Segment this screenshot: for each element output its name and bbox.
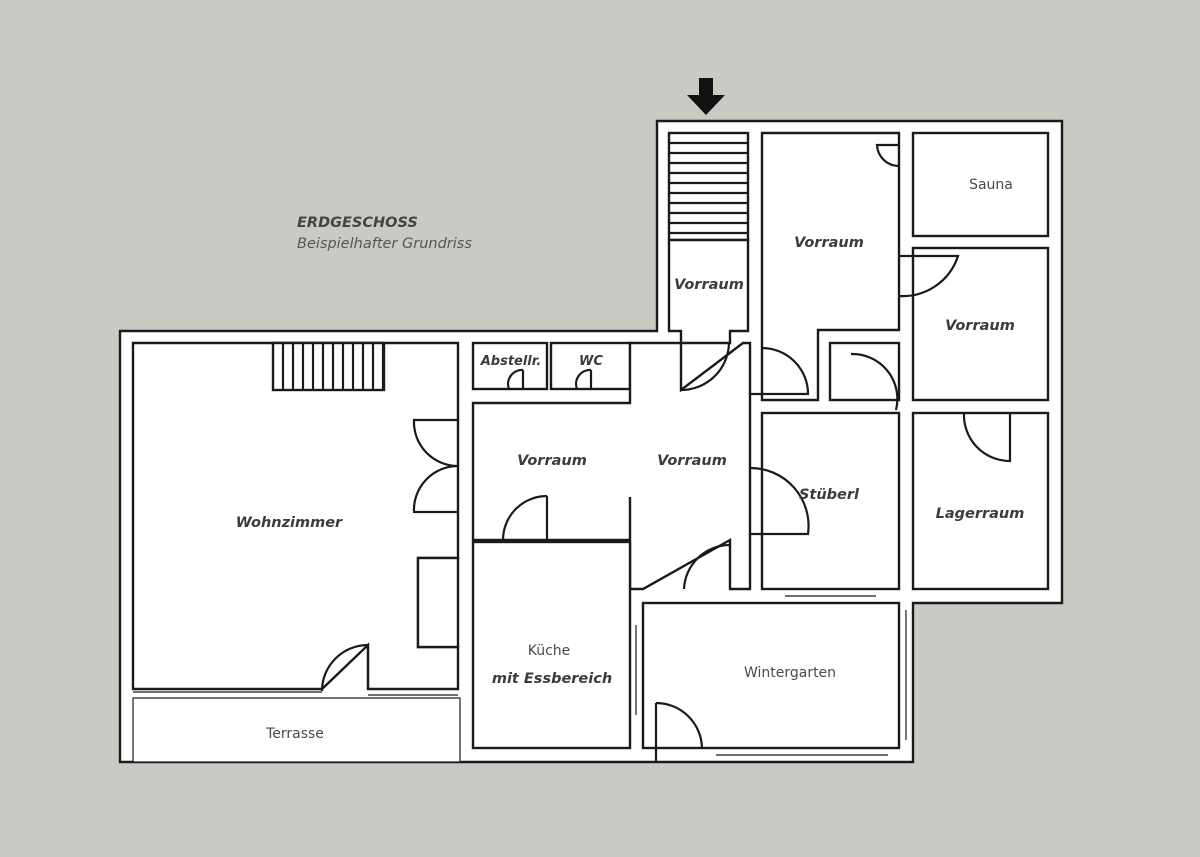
room-kueche — [471, 540, 632, 750]
room-vorraum-top — [760, 131, 901, 402]
label-vorraum-center: Vorraum — [657, 453, 727, 469]
room-vorraum-stair — [667, 238, 750, 345]
entrance-arrow-icon — [687, 78, 725, 115]
room-vorraum-right — [911, 246, 1050, 402]
room-wintergarten — [641, 601, 901, 750]
label-lagerraum: Lagerraum — [936, 506, 1025, 522]
doors — [320, 143, 1012, 762]
room-wohnzimmer — [131, 341, 460, 691]
label-sauna: Sauna — [969, 177, 1013, 193]
stair-outline — [271, 341, 386, 392]
room-terrasse — [132, 697, 461, 763]
plan-subtitle: Beispielhafter Grundriss — [297, 236, 472, 252]
fireplace — [416, 556, 460, 649]
stair-wohnzimmer — [271, 341, 386, 392]
room-abstellraum — [471, 341, 549, 391]
stair-entrance — [669, 141, 748, 235]
label-vorraum-top: Vorraum — [794, 235, 864, 251]
label-vorraum-stair: Vorraum — [674, 277, 744, 293]
label-wohnzimmer: Wohnzimmer — [236, 515, 343, 531]
label-stueberl: Stüberl — [799, 487, 860, 503]
room-lagerraum — [911, 411, 1050, 591]
plan-title: ERDGESCHOSS — [297, 215, 418, 231]
label-vorraum-left: Vorraum — [517, 453, 587, 469]
room-vorraum-hall — [471, 341, 752, 591]
label-abstellraum-text: Abstellr. — [480, 354, 542, 369]
room-sauna — [911, 131, 1050, 238]
label-kueche: Küche — [528, 643, 571, 659]
label-vorraum-right: Vorraum — [945, 318, 1015, 334]
label-wintergarten: Wintergarten — [744, 665, 836, 681]
label-wc: WC — [579, 354, 603, 369]
label-terrasse: Terrasse — [265, 726, 324, 742]
room-stueberl — [760, 411, 901, 591]
label-kueche-sub: mit Essbereich — [492, 671, 612, 687]
